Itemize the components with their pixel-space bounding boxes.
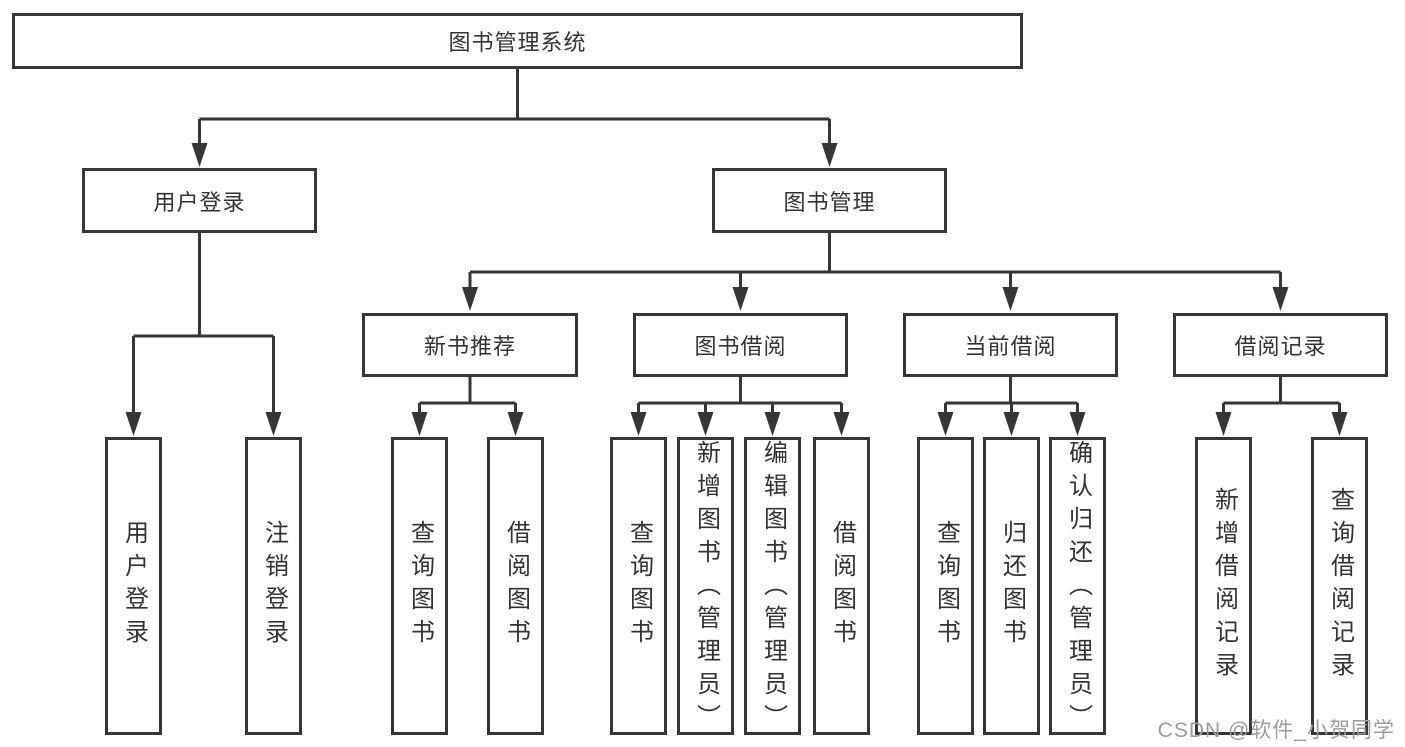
leaf-label: 借阅图书	[828, 520, 856, 652]
leaf-add-book-admin: 新增图书（管理员）	[677, 437, 734, 737]
leaf-edit-book-admin: 编辑图书（管理员）	[744, 437, 801, 737]
leaf-logout: 注销登录	[245, 437, 302, 735]
leaf-query-books-borrow: 查询图书	[610, 437, 667, 735]
leaf-query-books-recommend: 查询图书	[391, 437, 448, 735]
leaf-label: 借阅图书	[502, 520, 530, 652]
leaf-label: 新增图书（管理员）	[692, 440, 720, 737]
leaf-query-borrow-record: 查询借阅记录	[1311, 437, 1368, 735]
leaf-confirm-return-admin: 确认归还（管理员）	[1049, 437, 1106, 737]
node-borrow-records: 借阅记录	[1173, 313, 1388, 377]
leaf-label: 注销登录	[260, 520, 288, 652]
leaf-label: 查询借阅记录	[1326, 487, 1354, 685]
leaf-label: 新增借阅记录	[1210, 487, 1238, 685]
leaf-return-book: 归还图书	[983, 437, 1040, 735]
node-book-management-system: 图书管理系统	[12, 13, 1023, 69]
leaf-borrow-books: 借阅图书	[813, 437, 870, 735]
leaf-label: 用户登录	[120, 520, 148, 652]
leaf-query-books-current: 查询图书	[917, 437, 974, 735]
leaf-user-login: 用户登录	[105, 437, 162, 735]
leaf-label: 编辑图书（管理员）	[759, 440, 787, 737]
node-user-login: 用户登录	[82, 168, 317, 233]
node-new-book-recommend: 新书推荐	[362, 313, 578, 377]
leaf-label: 查询图书	[406, 520, 434, 652]
leaf-label: 查询图书	[932, 520, 960, 652]
leaf-add-borrow-record: 新增借阅记录	[1195, 437, 1252, 735]
node-book-borrow: 图书借阅	[633, 313, 848, 377]
node-current-borrow: 当前借阅	[903, 313, 1118, 377]
leaf-label: 确认归还（管理员）	[1064, 440, 1092, 737]
node-book-management: 图书管理	[712, 168, 947, 233]
leaf-borrow-books-recommend: 借阅图书	[487, 437, 544, 735]
leaf-label: 归还图书	[998, 520, 1026, 652]
leaf-label: 查询图书	[625, 520, 653, 652]
csdn-watermark: CSDN @软件_小贺同学	[1157, 719, 1395, 742]
